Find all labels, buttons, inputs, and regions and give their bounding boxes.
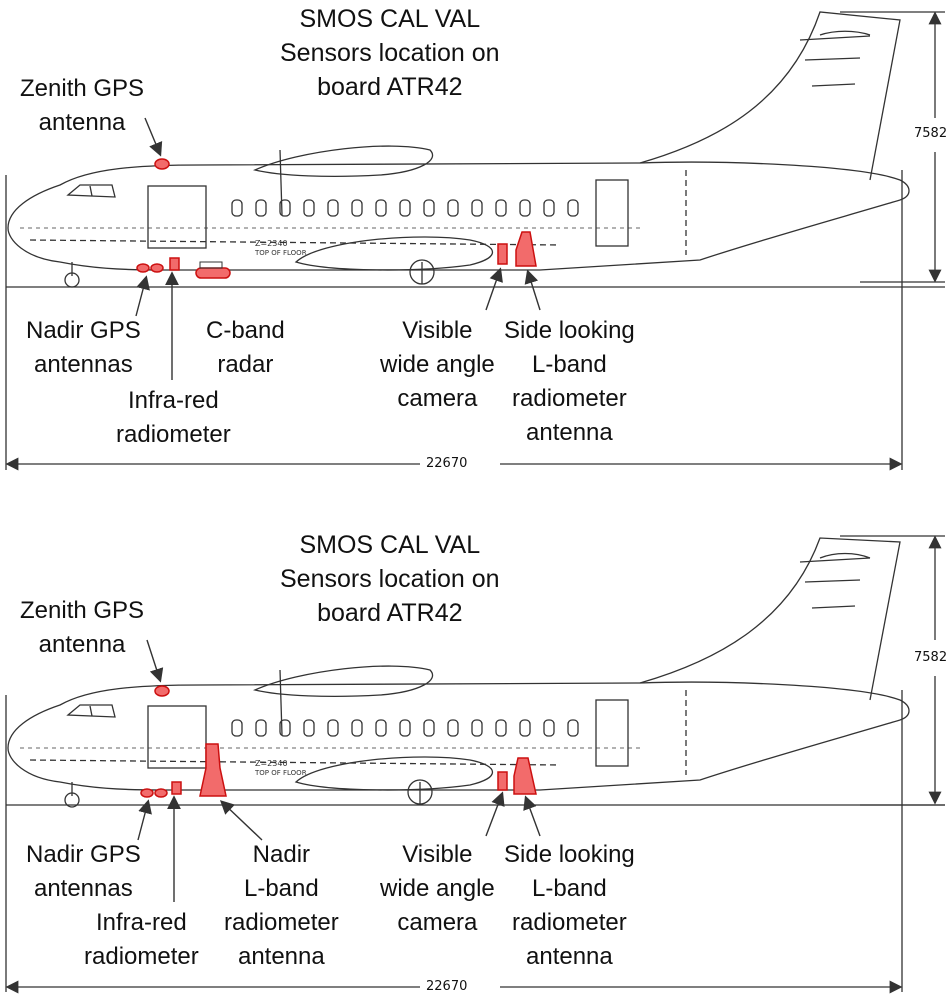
height-dimension: 7582 — [910, 650, 952, 665]
aircraft-drawing: Z=2340 TOP OF FLOOR — [5, 11, 945, 471]
height-dimension: 7582 — [910, 126, 952, 141]
camera-sensor — [497, 771, 508, 791]
zenith-gps-sensor — [154, 158, 170, 170]
svg-text:TOP OF FLOOR: TOP OF FLOOR — [254, 249, 307, 257]
camera-sensor — [497, 243, 508, 265]
length-dimension: 22670 — [422, 979, 472, 994]
length-dimension: 22670 — [422, 456, 472, 471]
infrared-sensor — [171, 781, 182, 795]
nadir-gps-sensor — [136, 263, 150, 273]
side-lband-sensor — [515, 231, 537, 267]
infrared-sensor — [169, 257, 180, 271]
c-band-radar-sensor — [195, 267, 231, 279]
aircraft-drawing: Z=2340 TOP OF FLOOR — [5, 535, 945, 994]
nadir-lband-sensor — [199, 743, 227, 797]
side-lband-sensor — [513, 757, 537, 795]
zenith-gps-sensor — [154, 685, 170, 697]
floor-text: Z=2340 — [255, 759, 288, 768]
floor-text: Z=2340 — [255, 239, 288, 248]
nadir-gps-sensor — [140, 788, 154, 798]
svg-text:TOP OF FLOOR: TOP OF FLOOR — [254, 769, 307, 777]
